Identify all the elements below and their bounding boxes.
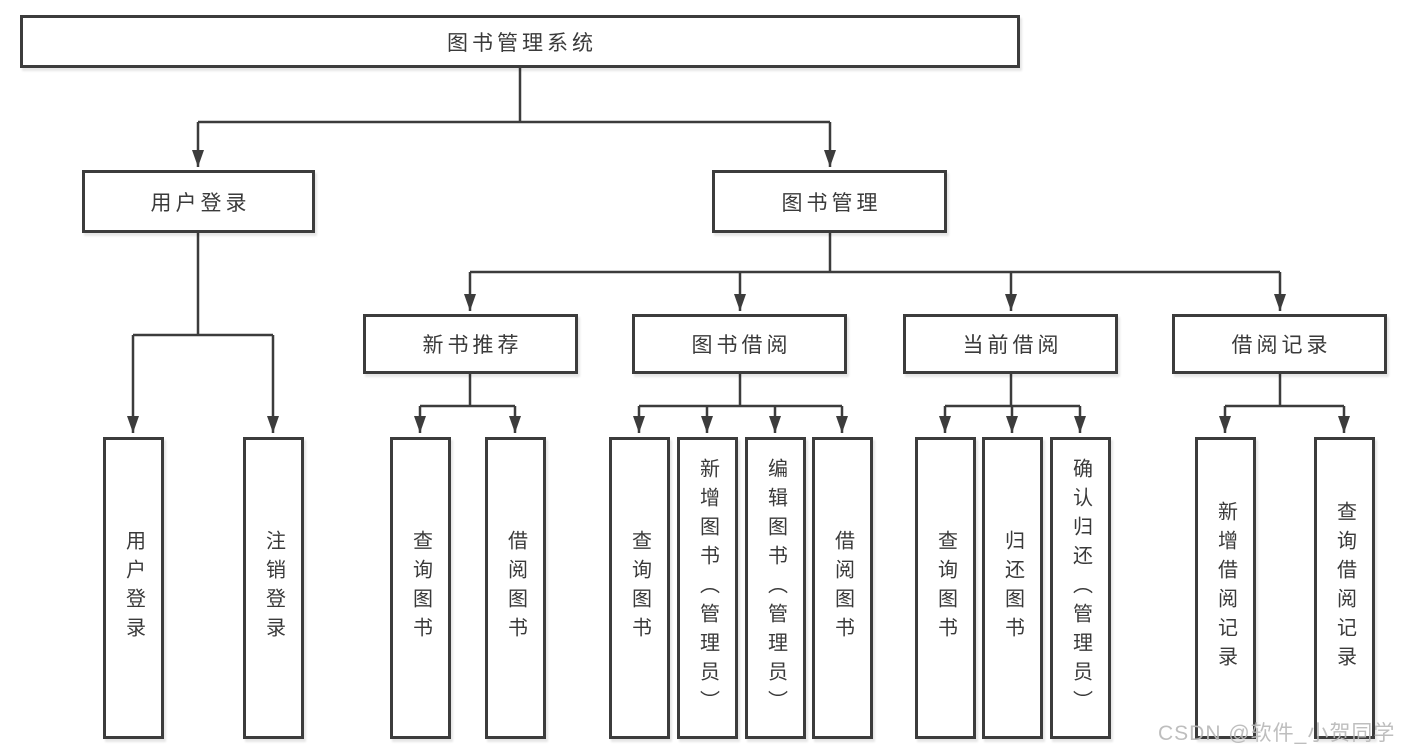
- leaf-edit-books-admin-label: 编辑图书（管理员）: [764, 457, 787, 719]
- leaf-logout: 注销登录: [243, 437, 304, 739]
- leaf-add-books-admin: 新增图书（管理员）: [677, 437, 738, 739]
- node-book-management-label: 图书管理: [781, 191, 882, 215]
- node-book-borrowing: 图书借阅: [632, 314, 847, 374]
- node-new-book-recommendation: 新书推荐: [363, 314, 578, 374]
- node-current-borrowing-label: 当前借阅: [962, 334, 1063, 357]
- node-borrowing-records: 借阅记录: [1172, 314, 1387, 374]
- leaf-user-login: 用户登录: [103, 437, 164, 739]
- leaf-return-books: 归还图书: [982, 437, 1043, 739]
- leaf-confirm-return-admin: 确认归还（管理员）: [1050, 437, 1111, 739]
- leaf-query-books-borrowing: 查询图书: [609, 437, 670, 739]
- leaf-query-books-recommend-label: 查询图书: [409, 530, 432, 646]
- leaf-query-books-current: 查询图书: [915, 437, 976, 739]
- leaf-add-borrow-record-label: 新增借阅记录: [1214, 501, 1237, 675]
- node-current-borrowing: 当前借阅: [903, 314, 1118, 374]
- node-borrowing-records-label: 借阅记录: [1231, 334, 1332, 357]
- leaf-query-books-recommend: 查询图书: [390, 437, 451, 739]
- leaf-add-books-admin-label: 新增图书（管理员）: [696, 457, 719, 719]
- leaf-logout-label: 注销登录: [262, 530, 285, 646]
- leaf-borrow-books-recommend-label: 借阅图书: [504, 530, 527, 646]
- node-root: 图书管理系统: [20, 15, 1020, 68]
- leaf-user-login-label: 用户登录: [122, 530, 145, 646]
- node-book-borrowing-label: 图书借阅: [691, 334, 792, 357]
- csdn-watermark: CSDN @软件_小贺同学: [1158, 722, 1396, 745]
- leaf-query-borrow-record: 查询借阅记录: [1314, 437, 1375, 739]
- leaf-return-books-label: 归还图书: [1001, 530, 1024, 646]
- leaf-query-borrow-record-label: 查询借阅记录: [1333, 501, 1356, 675]
- node-root-label: 图书管理系统: [447, 31, 597, 55]
- leaf-borrow-books-borrowing-label: 借阅图书: [831, 530, 854, 646]
- leaf-edit-books-admin: 编辑图书（管理员）: [745, 437, 806, 739]
- node-user-login-label: 用户登录: [150, 191, 251, 215]
- leaf-confirm-return-admin-label: 确认归还（管理员）: [1069, 457, 1092, 719]
- leaf-query-books-current-label: 查询图书: [934, 530, 957, 646]
- leaf-borrow-books-recommend: 借阅图书: [485, 437, 546, 739]
- node-user-login: 用户登录: [82, 170, 315, 233]
- leaf-query-books-borrowing-label: 查询图书: [628, 530, 651, 646]
- leaf-borrow-books-borrowing: 借阅图书: [812, 437, 873, 739]
- leaf-add-borrow-record: 新增借阅记录: [1195, 437, 1256, 739]
- node-book-management: 图书管理: [712, 170, 947, 233]
- node-new-book-recommendation-label: 新书推荐: [422, 334, 523, 357]
